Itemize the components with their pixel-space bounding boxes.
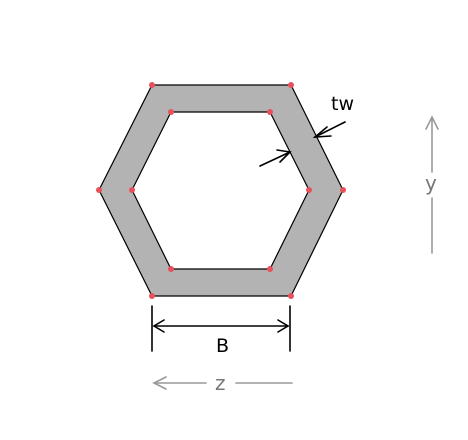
- dot-icon: [129, 187, 135, 193]
- width-label: B: [216, 335, 229, 357]
- y-axis: [425, 115, 439, 254]
- dot-icon: [168, 266, 174, 272]
- arrow-icon: [312, 121, 346, 138]
- arrow-icon: [152, 319, 165, 333]
- z-axis: [152, 376, 293, 390]
- dot-icon: [267, 109, 273, 115]
- dot-icon: [288, 293, 294, 299]
- vertex-markers: [96, 82, 346, 299]
- arrow-icon: [152, 376, 167, 390]
- dot-icon: [168, 109, 174, 115]
- thickness-dimension: [259, 121, 346, 167]
- z-axis-label: z: [215, 371, 226, 395]
- dot-icon: [340, 187, 346, 193]
- dot-icon: [149, 82, 155, 88]
- dot-icon: [96, 187, 102, 193]
- dot-icon: [306, 187, 312, 193]
- width-dimension: [151, 305, 291, 352]
- arrow-icon: [259, 149, 292, 167]
- y-axis-label: y: [425, 171, 437, 195]
- dot-icon: [267, 266, 273, 272]
- dot-icon: [149, 293, 155, 299]
- arrow-icon: [277, 319, 290, 333]
- arrow-icon: [425, 115, 439, 130]
- thickness-label: tw: [331, 93, 354, 115]
- dot-icon: [288, 82, 294, 88]
